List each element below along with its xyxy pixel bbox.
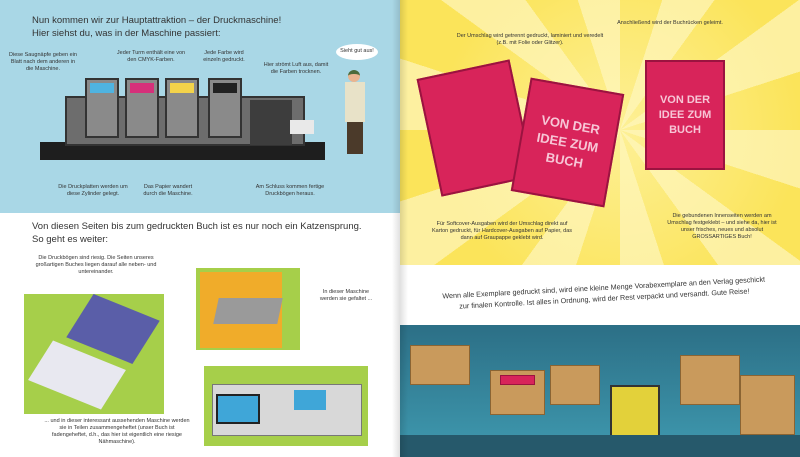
label-farbe: Jede Farbe wird einzeln gedruckt. (203, 50, 245, 63)
label-geheftet: ... und in dieser interessant aussehende… (44, 418, 190, 445)
warehouse-illustration (400, 325, 800, 457)
book-title: VON DER IDEE ZUM BUCH (658, 93, 712, 136)
yellow-tower (165, 78, 199, 138)
book-gutter (392, 0, 408, 457)
cover-front: VON DER IDEE ZUM BUCH (510, 77, 625, 208)
folding-machine (196, 268, 300, 350)
print-sheets-illustration (24, 294, 164, 414)
subheading-line: So geht es weiter: (32, 234, 109, 245)
speech-bubble: Sieht gut aus! (336, 44, 378, 60)
label-papier: Das Papier wandert durch die Maschine. (143, 184, 193, 197)
next-steps-heading: Von diesen Seiten bis zum gedruckten Buc… (32, 220, 398, 246)
label-umschlag: Der Umschlag wird getrennt gedruckt, lam… (456, 33, 604, 46)
cover-title: VON DER IDEE ZUM BUCH (535, 111, 602, 171)
label-turm: Jeder Turm enthält eine von den CMYK-Far… (116, 50, 186, 63)
dryer (250, 100, 292, 145)
label-saugnaepfe: Diese Saugnäpfe geben ein Blatt nach dem… (9, 52, 77, 72)
label-innenseiten: Die gebundenen Innenseiten werden am Ums… (667, 213, 777, 240)
cyan-tower (85, 78, 119, 138)
press-base (40, 142, 325, 160)
printer-worker (342, 70, 368, 160)
finished-book: VON DER IDEE ZUM BUCH (645, 60, 725, 170)
label-schluss: Am Schluss kommen fertige Druckbögen her… (255, 184, 325, 197)
press-heading: Nun kommen wir zur Hauptattraktion – der… (32, 14, 392, 40)
label-gefaltet: In dieser Maschine werden sie gefaltet .… (319, 289, 373, 302)
black-tower (208, 78, 242, 138)
printed-sheets (290, 120, 314, 134)
label-luft: Hier strömt Luft aus, damit die Farben t… (263, 62, 329, 75)
heading-line: Hier siehst du, was in der Maschine pass… (32, 28, 221, 39)
subheading-line: Von diesen Seiten bis zum gedruckten Buc… (32, 221, 362, 232)
closing-text: Wenn alle Exemplare gedruckt sind, wird … (412, 272, 797, 314)
heading-line: Nun kommen wir zur Hauptattraktion – der… (32, 15, 282, 26)
magenta-tower (125, 78, 159, 138)
label-softcover: Für Softcover-Ausgaben wird der Umschlag… (431, 221, 573, 241)
label-druckboegen: Die Druckbögen sind riesig. Die Seiten u… (35, 255, 157, 275)
sewing-machine (204, 366, 368, 446)
label-buchruecken: Anschließend wird der Buchrücken geleimt… (617, 20, 723, 26)
label-druckplatten: Die Druckplatten werden um diese Zylinde… (58, 184, 128, 197)
